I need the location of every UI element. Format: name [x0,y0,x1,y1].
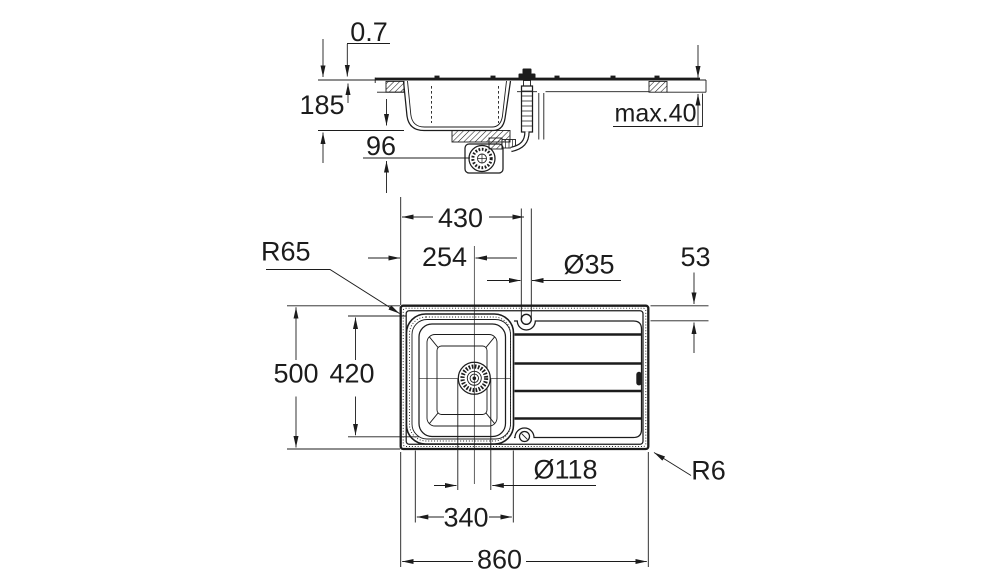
dim-label-max40: max.40 [615,100,697,128]
dim-overall-depth: 500 [273,305,400,450]
section-view: 0.7 185 96 max.40 [299,17,707,193]
overflow-pipe-section [510,68,545,153]
dim-label-96: 96 [366,131,396,161]
dim-label-430: 430 [438,203,483,233]
sink-rim-section [374,75,700,93]
dim-label-r65: R65 [261,237,311,267]
dim-label-o35: Ø35 [563,250,614,280]
countertop-section [318,79,707,93]
dim-overall-width: 860 [400,452,649,575]
dim-bowl-corner-radius: R65 [261,237,400,314]
dim-outer-corner-radius: R6 [653,452,726,486]
tap-hole-plan [520,313,532,325]
drainer-drain-hole-plan [518,430,531,443]
dim-edge-to-drainer: 53 [650,242,711,353]
dim-label-500: 500 [273,359,318,389]
drainer-plan [514,320,643,439]
dim-label-53: 53 [680,242,710,272]
plan-view: 430 254 Ø35 53 R65 [261,197,726,575]
dim-tap-from-left: 430 [400,197,532,319]
bowl-plan [405,313,515,445]
dim-label-0-7: 0.7 [350,17,388,47]
dim-bowl-width: 340 [414,450,514,533]
bowl-section [402,80,512,132]
dim-bowl-depth-section: 185 [299,39,404,163]
dim-label-185: 185 [299,90,344,120]
dim-label-r6: R6 [691,456,726,486]
dim-tap-hole-diameter: Ø35 [487,250,621,283]
dim-sheet-thickness: 0.7 [344,17,390,103]
dim-drain-from-left: 254 [368,242,517,484]
dim-bowl-depth-plan: 420 [329,315,419,438]
drain-trap-section [451,130,516,174]
dim-drain-diameter: Ø118 [434,379,598,490]
dim-label-340: 340 [443,503,488,533]
dim-drain-offset: 96 [363,99,470,193]
dim-label-420: 420 [329,359,374,389]
dim-label-254: 254 [422,242,467,272]
dim-counter-thickness: max.40 [613,45,703,128]
sink-outline-plan [399,304,650,451]
dim-label-860: 860 [477,545,522,575]
dim-label-o118: Ø118 [533,455,597,485]
